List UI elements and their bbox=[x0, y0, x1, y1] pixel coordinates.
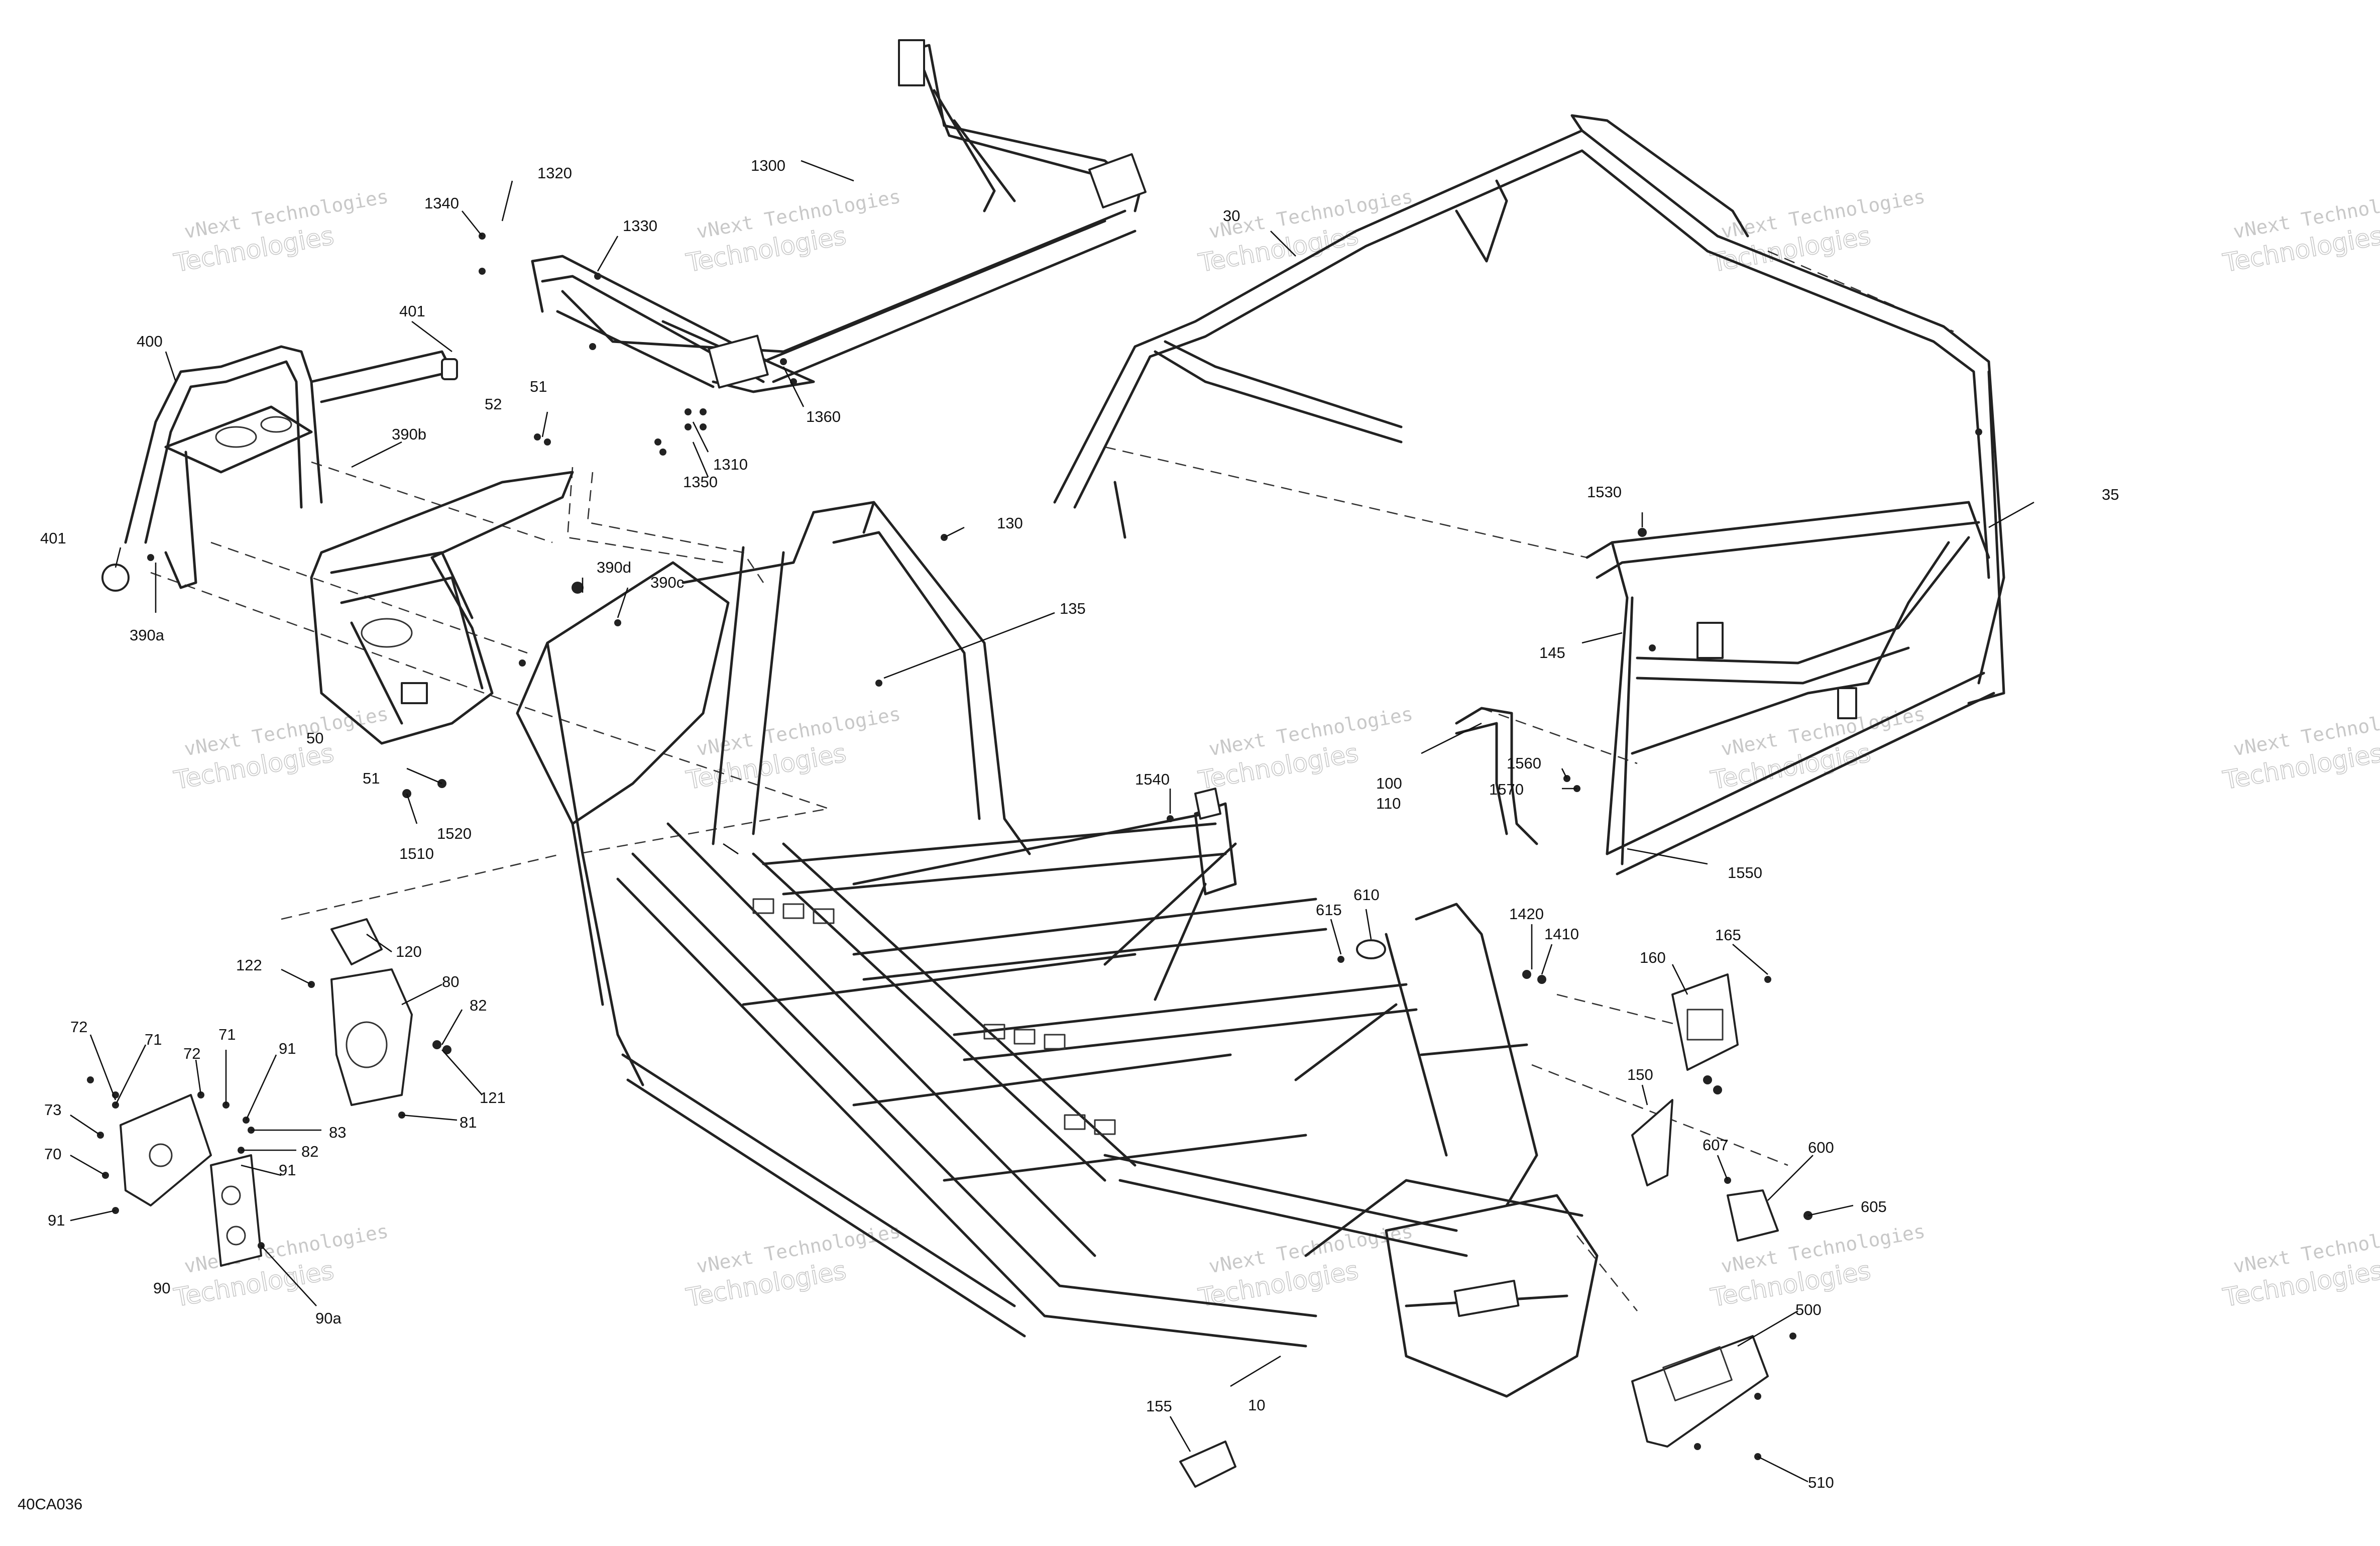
brackets bbox=[120, 788, 1779, 1488]
callout-100: 100 bbox=[1376, 775, 1402, 792]
bumper-support bbox=[310, 471, 574, 745]
callout-390d: 390d bbox=[597, 559, 631, 576]
diagram-code: 40CA036 bbox=[18, 1495, 82, 1513]
watermark: vNext Technologies Technologies bbox=[684, 1220, 902, 1313]
callout-610: 610 bbox=[1353, 886, 1380, 904]
callout-81: 81 bbox=[460, 1114, 477, 1131]
callout-52: 52 bbox=[485, 395, 502, 413]
callout-50: 50 bbox=[306, 729, 323, 747]
callout-145: 145 bbox=[1539, 644, 1565, 661]
callout-1550: 1550 bbox=[1728, 864, 1762, 881]
callout-401a: 401 bbox=[399, 302, 425, 320]
assembly-lines bbox=[150, 250, 1954, 1311]
callout-1320: 1320 bbox=[537, 164, 572, 182]
callout-1540: 1540 bbox=[1135, 770, 1170, 788]
callout-1410: 1410 bbox=[1544, 925, 1579, 943]
callout-71a: 71 bbox=[145, 1031, 162, 1048]
callout-390a: 390a bbox=[130, 626, 165, 644]
watermark: vNext Technologies Technologies bbox=[684, 185, 902, 278]
callout-90a: 90a bbox=[315, 1309, 342, 1327]
callout-122: 122 bbox=[236, 956, 262, 974]
callout-600: 600 bbox=[1808, 1139, 1834, 1156]
callout-83: 83 bbox=[329, 1124, 346, 1141]
callout-70: 70 bbox=[44, 1145, 61, 1163]
callout-90: 90 bbox=[153, 1279, 170, 1297]
callout-120: 120 bbox=[396, 943, 422, 960]
callout-72b: 72 bbox=[183, 1045, 200, 1062]
callout-80: 80 bbox=[442, 973, 459, 990]
watermark: vNext Technologies Technologies bbox=[171, 185, 390, 278]
callout-1570: 1570 bbox=[1489, 781, 1524, 798]
callout-160: 160 bbox=[1640, 949, 1666, 966]
watermark: vNext Technologies Technologies bbox=[171, 1220, 390, 1313]
callout-1560: 1560 bbox=[1507, 754, 1541, 772]
callout-71b: 71 bbox=[218, 1026, 236, 1043]
callout-82b: 82 bbox=[301, 1143, 318, 1160]
callout-1360: 1360 bbox=[806, 408, 841, 425]
part-labels: 1300 1320 1340 1330 1360 1310 1350 401 4… bbox=[18, 157, 2119, 1513]
callout-150: 150 bbox=[1627, 1066, 1653, 1083]
callout-30: 30 bbox=[1223, 207, 1240, 225]
watermark: vNext Technologies Technologies bbox=[171, 703, 390, 796]
watermark: vNext Technologies Technologies bbox=[1196, 185, 1415, 278]
leader-lines bbox=[70, 160, 2034, 1483]
callout-130: 130 bbox=[997, 514, 1023, 532]
callout-510: 510 bbox=[1808, 1474, 1834, 1491]
callout-607: 607 bbox=[1703, 1136, 1729, 1154]
callout-1420: 1420 bbox=[1509, 905, 1544, 923]
callout-91a: 91 bbox=[279, 1040, 296, 1057]
callout-1340: 1340 bbox=[424, 194, 459, 212]
callout-121: 121 bbox=[480, 1089, 506, 1107]
watermark: vNext Technologies Technologies bbox=[2220, 1220, 2380, 1313]
callout-10: 10 bbox=[1248, 1396, 1265, 1414]
callout-72a: 72 bbox=[70, 1018, 87, 1036]
callout-1530: 1530 bbox=[1587, 483, 1622, 501]
callout-1310: 1310 bbox=[713, 456, 748, 473]
callout-1510: 1510 bbox=[399, 845, 434, 862]
main-frame bbox=[516, 501, 1599, 1398]
callout-605: 605 bbox=[1861, 1198, 1887, 1216]
callout-390b: 390b bbox=[392, 425, 426, 443]
rear-cargo-frame bbox=[531, 39, 1147, 393]
watermarks: vNext Technologies Technologies vNext Te… bbox=[171, 185, 2380, 1313]
callout-1330: 1330 bbox=[623, 217, 657, 235]
callout-51b: 51 bbox=[363, 769, 380, 787]
callout-1350: 1350 bbox=[683, 473, 718, 491]
watermark: vNext Technologies Technologies bbox=[2220, 703, 2380, 796]
callout-35: 35 bbox=[2102, 486, 2119, 503]
callout-155: 155 bbox=[1146, 1397, 1172, 1415]
front-bumper bbox=[101, 345, 458, 592]
callout-400: 400 bbox=[137, 333, 163, 350]
callout-1300: 1300 bbox=[751, 157, 785, 174]
callout-500: 500 bbox=[1795, 1301, 1822, 1318]
side-bar bbox=[1455, 707, 1538, 845]
callout-401b: 401 bbox=[40, 529, 66, 547]
callout-82a: 82 bbox=[470, 997, 487, 1014]
callout-1520: 1520 bbox=[437, 825, 472, 842]
callout-91b: 91 bbox=[279, 1161, 296, 1179]
watermark: vNext Technologies Technologies bbox=[684, 703, 902, 796]
callout-110: 110 bbox=[1376, 795, 1401, 812]
callout-51a: 51 bbox=[530, 378, 547, 395]
fasteners bbox=[87, 233, 1982, 1460]
callout-165: 165 bbox=[1715, 926, 1741, 944]
callout-91c: 91 bbox=[48, 1211, 65, 1229]
callout-615: 615 bbox=[1316, 901, 1342, 919]
roll-cage bbox=[1053, 114, 2005, 875]
callout-390c: 390c bbox=[650, 574, 684, 591]
callout-135: 135 bbox=[1060, 600, 1086, 617]
callout-73: 73 bbox=[44, 1101, 61, 1119]
watermark: vNext Technologies Technologies bbox=[2220, 185, 2380, 278]
